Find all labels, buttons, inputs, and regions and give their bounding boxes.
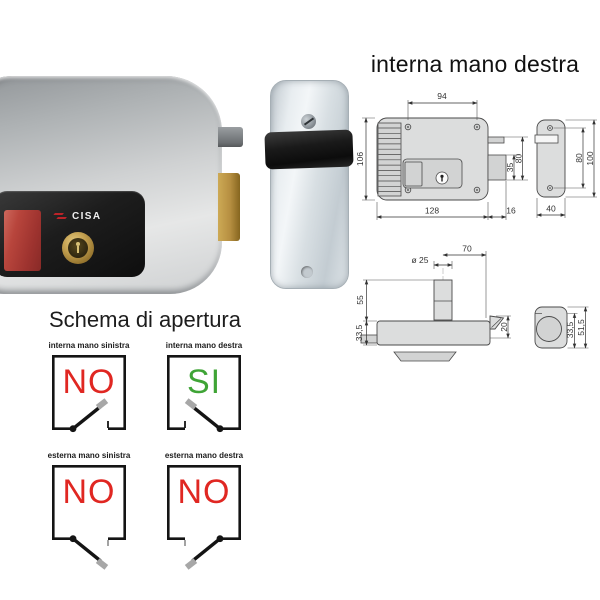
lock-top-view: ø 25 70 20 55 33,5 [354, 244, 511, 362]
dimension-label: 80 [574, 153, 584, 163]
brand-logo-icon [53, 213, 64, 216]
lock-front-view: 94 106 128 16 35 80 [355, 91, 528, 220]
keyhole-stem [77, 246, 79, 253]
schema-cell-interna-sinistra: interna mano sinistra NO [44, 341, 134, 466]
screw-slot [303, 117, 314, 126]
dimension-label: 100 [585, 151, 595, 165]
schema-cell-esterna-destra: esterna mano destra NO [159, 451, 249, 576]
striker-photo [264, 80, 354, 289]
schema-cell-label: esterna mano sinistra [47, 451, 131, 460]
dimension-label: 35 [505, 163, 515, 173]
schema-cell-esterna-sinistra: esterna mano sinistra NO [44, 451, 134, 576]
dimension-label: 128 [425, 206, 439, 216]
schema-answer: NO [177, 473, 231, 511]
lock-photo: CISA [0, 76, 243, 294]
brand-logo-icon [56, 217, 67, 220]
dimension-label: 106 [355, 152, 365, 166]
door-diagram-interna-destra [167, 355, 241, 433]
dimension-label: 51,5 [576, 319, 586, 336]
lock-front-panel: CISA [0, 191, 145, 277]
keyhole [68, 238, 88, 258]
striker-hole [301, 266, 313, 278]
schema-heading: Schema di apertura [49, 307, 241, 332]
door-diagram-esterna-sinistra [52, 465, 126, 570]
dimension-label: 55 [355, 295, 365, 305]
button-outline [404, 161, 423, 187]
schema-cell-label: interna mano sinistra [48, 341, 130, 350]
latch-bolt [218, 173, 240, 241]
dimension-label: 20 [499, 322, 509, 332]
dimension-label: 33,5 [354, 324, 364, 341]
schema-cell-interna-destra: interna mano destra SI [159, 341, 249, 466]
dimension-label: ø 25 [411, 255, 428, 265]
door-diagram-interna-sinistra [52, 355, 126, 433]
latch-guide [218, 127, 243, 147]
schema-cell-label: esterna mano destra [164, 451, 244, 460]
striker-plate [270, 80, 349, 289]
cover-top-view [393, 351, 457, 362]
drawing-title: interna mano destra [370, 51, 580, 77]
dimension-label: 40 [546, 204, 556, 214]
schema-answer: SI [186, 363, 222, 401]
technical-drawing: 94 106 128 16 35 80 80 100 [354, 91, 597, 362]
key-cylinder [62, 232, 94, 264]
striker-screw [301, 114, 316, 129]
release-button [4, 210, 41, 271]
schema-cell-label: interna mano destra [165, 341, 243, 350]
dimension-label: 94 [437, 91, 447, 101]
schema-answer: NO [62, 363, 116, 401]
keyhole-pin [76, 242, 80, 246]
striker-rubber-band [264, 129, 354, 170]
dimension-label: 16 [506, 206, 516, 216]
striker-front-view: 80 100 40 [534, 119, 597, 218]
brand-name: CISA [72, 211, 102, 222]
door-diagram-esterna-destra [167, 465, 241, 570]
dimension-label: 70 [462, 244, 472, 254]
schema-answer: NO [62, 473, 116, 511]
dimension-label: 33,5 [565, 321, 575, 338]
striker-top-view: 33,5 51,5 [534, 306, 589, 349]
dimension-label: 80 [514, 154, 524, 164]
